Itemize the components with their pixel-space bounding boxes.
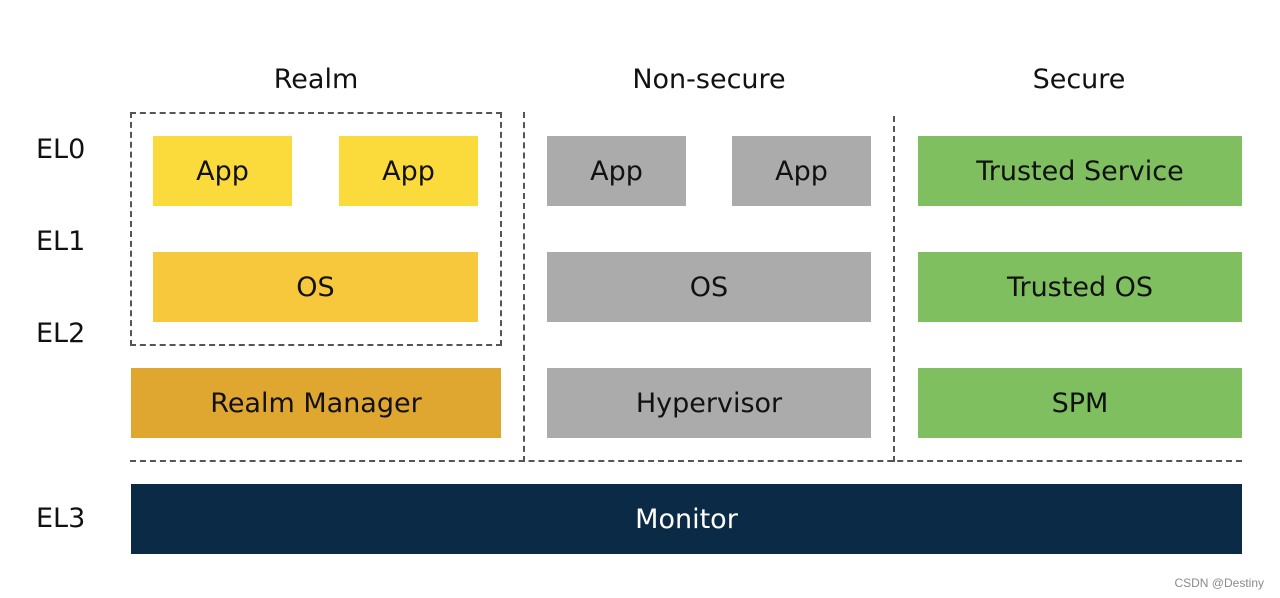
- hypervisor-label: Hypervisor: [635, 387, 783, 419]
- monitor-label: Monitor: [635, 503, 738, 535]
- realm-app-2-label: App: [382, 155, 435, 187]
- nonsecure-app-1-label: App: [590, 155, 643, 187]
- spm-label: SPM: [1051, 387, 1109, 419]
- realm-os-label: OS: [296, 271, 335, 303]
- realm-manager: Realm Manager: [131, 368, 501, 438]
- trusted-service: Trusted Service: [918, 136, 1242, 206]
- nonsecure-app-2-label: App: [775, 155, 828, 187]
- nonsecure-app-1: App: [547, 136, 686, 206]
- realm-boundary: [130, 112, 502, 346]
- realm-app-1-label: App: [196, 155, 249, 187]
- el3-label: EL3: [36, 503, 86, 534]
- trusted-os-label: Trusted OS: [1006, 271, 1154, 303]
- el2-label: EL2: [36, 318, 86, 349]
- nonsecure-os: OS: [547, 252, 871, 322]
- column-header-realm: Realm: [273, 64, 359, 95]
- hypervisor: Hypervisor: [547, 368, 871, 438]
- nonsecure-app-2: App: [732, 136, 871, 206]
- el1-label: EL1: [36, 226, 86, 257]
- nonsecure-os-label: OS: [689, 271, 729, 303]
- realm-app-1: App: [153, 136, 292, 206]
- el0-label: EL0: [36, 134, 86, 165]
- realm-manager-label: Realm Manager: [210, 387, 422, 419]
- realm-nonsecure-divider: [523, 112, 525, 462]
- el3-divider: [130, 460, 1242, 462]
- trusted-os: Trusted OS: [918, 252, 1242, 322]
- nonsecure-secure-divider: [893, 116, 895, 462]
- realm-app-2: App: [339, 136, 478, 206]
- spm: SPM: [918, 368, 1242, 438]
- column-header-secure: Secure: [1032, 64, 1126, 95]
- trusted-service-label: Trusted Service: [976, 155, 1184, 187]
- column-header-non-secure: Non-secure: [632, 64, 786, 95]
- realm-os: OS: [153, 252, 478, 322]
- watermark: CSDN @Destiny: [1174, 576, 1264, 590]
- monitor: Monitor: [131, 484, 1242, 554]
